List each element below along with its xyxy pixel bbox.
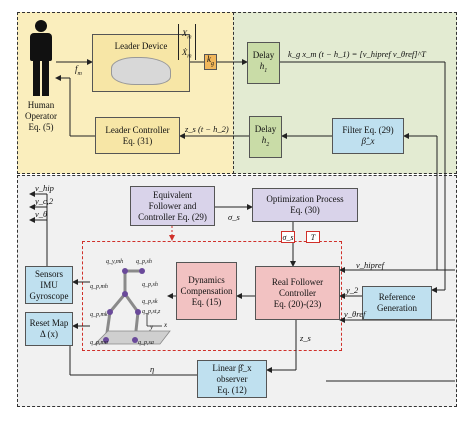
sigma-s-box: σ_s: [281, 231, 295, 243]
robot-label-qymh: q_y,mh: [106, 259, 124, 265]
linear-observer-box: Linear β̂_x observer Eq. (12): [197, 360, 267, 398]
robot-axis-y: y: [150, 323, 154, 331]
robot-axis-x: x: [164, 321, 168, 329]
kg-gain-box: kg: [204, 54, 217, 70]
y2-input-label: y_2: [346, 285, 359, 295]
robot-label-qpmk: q_p,mk: [90, 312, 108, 318]
optimization-box: Optimization Process Eq. (30): [252, 188, 358, 222]
v-thetaref-input-label: v_θref: [344, 309, 366, 319]
robot-label-qpsh2: q_p,sh: [142, 282, 158, 288]
zs-label: z_s: [300, 333, 311, 343]
haptic-device-icon: [111, 57, 171, 85]
reset-map-box: Reset Map Δ (x): [25, 312, 73, 346]
dynamics-compensation-box: Dynamics Compensation Eq. (15): [176, 262, 237, 320]
xm-bracket: Xm Ẋm: [178, 24, 196, 60]
yc2-output-label: y_c,2: [35, 196, 54, 206]
sigma-s-label: σ_s: [228, 212, 240, 222]
v-hipref-input-label: v_hipref: [356, 260, 385, 270]
delay-h1-box: Delay h1: [247, 42, 280, 84]
filter-box: Filter Eq. (29) β̂_x: [332, 118, 404, 154]
robot-label-qpsa: q_p,sa: [138, 340, 154, 346]
v-hip-output-label: v_hip: [35, 183, 54, 193]
t-box: T: [306, 231, 320, 243]
v-theta-output-label: v_θ: [35, 209, 48, 219]
human-operator-label: Human Operator Eq. (5): [25, 100, 57, 132]
delay-h2-box: Delay h2: [249, 116, 282, 158]
robot-label-qpstz: q_p,st,z: [142, 309, 161, 315]
robot-label-qpsk: q_p,sk: [142, 299, 158, 305]
sensors-box: Sensors IMU Gyroscope: [25, 266, 73, 304]
robot-label-qpmh: q_p,mh: [90, 284, 108, 290]
robot-figure: [104, 269, 142, 341]
real-follower-controller-box: Real Follower Controller Eq. (20)-(23): [255, 266, 340, 320]
leader-controller-box: Leader Controller Eq. (31): [95, 117, 180, 154]
leader-device-label: Leader Device: [114, 41, 168, 51]
zs-delayed-signal: z_s (t − h_2): [185, 124, 229, 134]
leader-command-formula: k_g x_m (t − h_1) = [v_hipref v_θref]^T: [288, 49, 426, 59]
robot-label-qpma: q_p,ma: [90, 340, 108, 346]
leader-device-box: Leader Device: [92, 34, 190, 92]
robot-label-qpsh1: q_p,sh: [136, 259, 152, 265]
fm-signal: fm: [75, 64, 82, 77]
human-operator-icon: [28, 20, 54, 98]
equivalent-follower-box: Equivalent Follower and Controller Eq. (…: [130, 186, 215, 226]
reference-generation-box: Reference Generation: [362, 286, 432, 320]
eta-label: η: [150, 364, 155, 374]
